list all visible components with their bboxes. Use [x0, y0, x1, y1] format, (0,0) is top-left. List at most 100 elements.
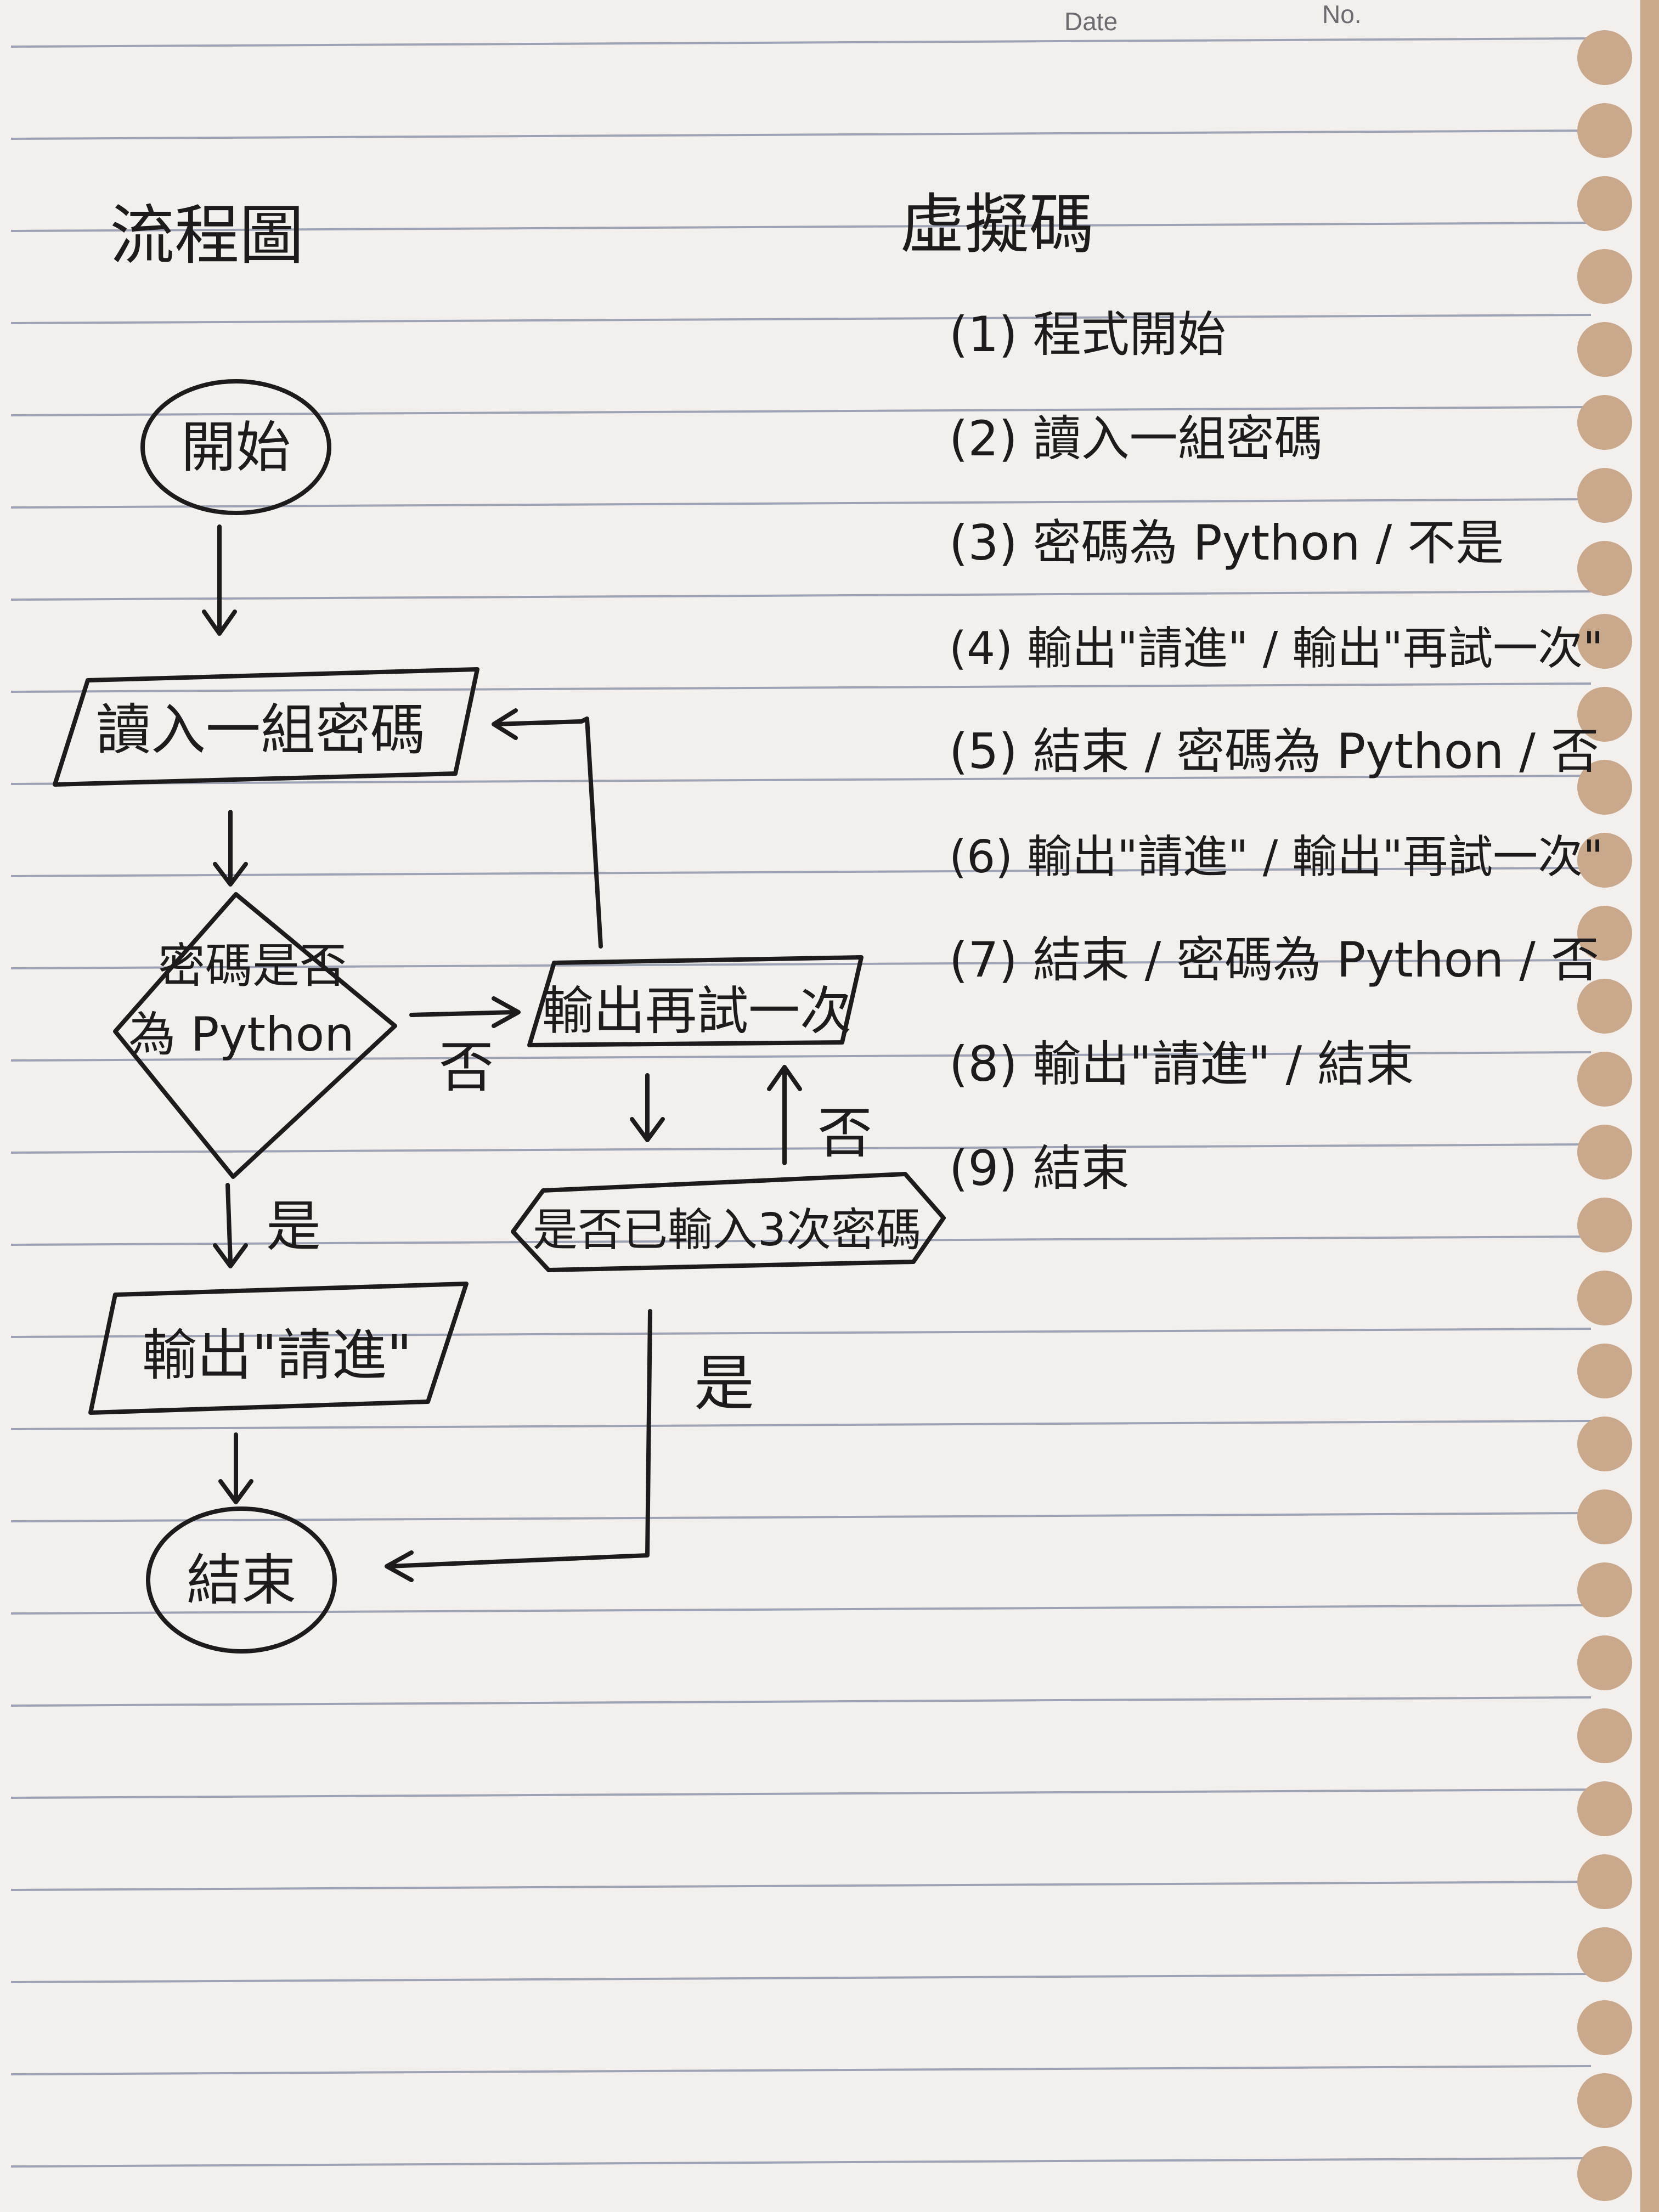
count-check-box	[511, 1172, 946, 1272]
binder-hole	[1577, 541, 1632, 596]
arrow-count-yes-to-end	[385, 1309, 652, 1582]
ruled-line	[10, 1051, 1592, 1062]
arrow-retry-back-to-read	[492, 708, 603, 949]
binder-hole	[1577, 1271, 1632, 1325]
count-check-label: 是否已輸入3次密碼	[533, 1204, 921, 1256]
ruled-line	[10, 37, 1592, 48]
ruled-line	[10, 129, 1592, 140]
binder-hole	[1577, 1927, 1632, 1982]
arrow-welcome-to-end	[218, 1432, 253, 1504]
ruled-line	[10, 1973, 1592, 1983]
date-label: Date	[1064, 7, 1118, 36]
ruled-line	[10, 498, 1592, 509]
pseudocode-line: (7) 結束 / 密碼為 Python / 否	[949, 932, 1599, 988]
pseudocode-line: (1) 程式開始	[949, 306, 1226, 363]
decision-yes-label: 是	[266, 1194, 321, 1259]
binder-hole	[1577, 1344, 1632, 1398]
binder-hole	[1577, 1635, 1632, 1690]
ruled-lines	[10, 37, 1592, 2168]
binder-hole	[1577, 30, 1632, 85]
ruled-line	[10, 1881, 1592, 1891]
arrow-read-to-decision	[213, 810, 248, 887]
ruled-line	[10, 406, 1592, 416]
pseudocode-line: (4) 輸出"請進" / 輸出"再試一次"	[949, 623, 1604, 675]
binder-hole	[1577, 1052, 1632, 1107]
binder-hole	[1577, 1125, 1632, 1180]
arrow-retry-to-count	[630, 1073, 665, 1142]
binder-hole	[1577, 103, 1632, 158]
start-terminal	[140, 379, 331, 515]
binder-hole	[1577, 249, 1632, 304]
binder-hole	[1577, 2073, 1632, 2128]
ruled-line	[10, 314, 1592, 324]
ruled-line	[10, 2065, 1592, 2075]
binder-hole	[1577, 468, 1632, 523]
flowchart-title: 流程圖	[110, 198, 304, 273]
read-password-input-box	[53, 667, 479, 787]
welcome-output-label: 輸出"請進"	[142, 1323, 412, 1387]
pseudocode-line: (3) 密碼為 Python / 不是	[949, 515, 1504, 571]
pseudocode-line: (6) 輸出"請進" / 輸出"再試一次"	[949, 831, 1604, 883]
decision-label-line1: 密碼是否	[158, 939, 347, 994]
pseudocode-line: (9) 結束	[949, 1140, 1130, 1197]
ruled-line	[10, 1143, 1592, 1154]
decision-label-line2: 為 Python	[128, 1007, 354, 1062]
ruled-line	[10, 1788, 1592, 1799]
arrow-start-to-read	[202, 524, 237, 636]
count-yes-label: 是	[694, 1348, 754, 1419]
binder-hole	[1577, 395, 1632, 450]
retry-output-box	[527, 955, 864, 1047]
binder-hole	[1577, 2000, 1632, 2055]
count-no-label: 否	[817, 1101, 872, 1165]
binder-hole	[1577, 1854, 1632, 1909]
ruled-line	[10, 682, 1592, 693]
binder-hole	[1577, 1489, 1632, 1544]
binder-hole	[1577, 760, 1632, 815]
pseudocode-line: (8) 輸出"請進" / 結束	[949, 1036, 1414, 1092]
binder-hole	[1577, 906, 1632, 961]
retry-output-label: 輸出再試一次	[542, 981, 851, 1041]
ruled-line	[10, 1420, 1592, 1430]
binder-hole	[1577, 1781, 1632, 1836]
binder-hole	[1577, 1708, 1632, 1763]
ruled-line	[10, 959, 1592, 969]
ruled-line	[10, 1512, 1592, 1522]
binder-hole	[1577, 833, 1632, 888]
binder-hole	[1577, 1417, 1632, 1471]
binder-hole	[1577, 979, 1632, 1034]
no-label: No.	[1322, 0, 1362, 29]
ruled-line	[10, 775, 1592, 785]
binder-hole	[1577, 322, 1632, 377]
end-terminal	[146, 1506, 337, 1654]
binder-hole	[1577, 1562, 1632, 1617]
arrow-decision-yes-to-welcome	[213, 1183, 248, 1268]
start-label: 開始	[181, 415, 291, 479]
ruled-line	[10, 2157, 1592, 2168]
binder-hole	[1577, 2146, 1632, 2201]
ruled-line	[10, 222, 1592, 232]
binder-holes	[1577, 30, 1632, 2201]
pseudocode-list: (1) 程式開始 (2) 讀入一組密碼 (3) 密碼為 Python / 不是 (4)…	[949, 306, 1604, 1197]
arrow-decision-no-to-retry	[409, 996, 521, 1028]
binder-hole	[1577, 614, 1632, 669]
password-decision-diamond	[113, 892, 397, 1179]
ruled-line	[10, 1604, 1592, 1615]
binder-hole	[1577, 176, 1632, 231]
binder-hole	[1577, 687, 1632, 742]
ruled-line	[10, 867, 1592, 877]
pseudocode-line: (5) 結束 / 密碼為 Python / 否	[949, 723, 1599, 780]
pseudocode-title: 虛擬碼	[900, 187, 1094, 262]
ruled-line	[10, 1696, 1592, 1707]
binder-hole	[1577, 1198, 1632, 1252]
decision-no-label: 否	[439, 1035, 494, 1099]
read-password-label: 讀入一組密碼	[96, 698, 425, 762]
welcome-output-box	[88, 1282, 469, 1415]
pseudocode-line: (2) 讀入一組密碼	[949, 410, 1323, 467]
ruled-line	[10, 1328, 1592, 1338]
ruled-line	[10, 590, 1592, 601]
ruled-line	[10, 1235, 1592, 1246]
end-label: 結束	[187, 1548, 296, 1612]
arrow-count-no-to-retry	[767, 1065, 802, 1165]
